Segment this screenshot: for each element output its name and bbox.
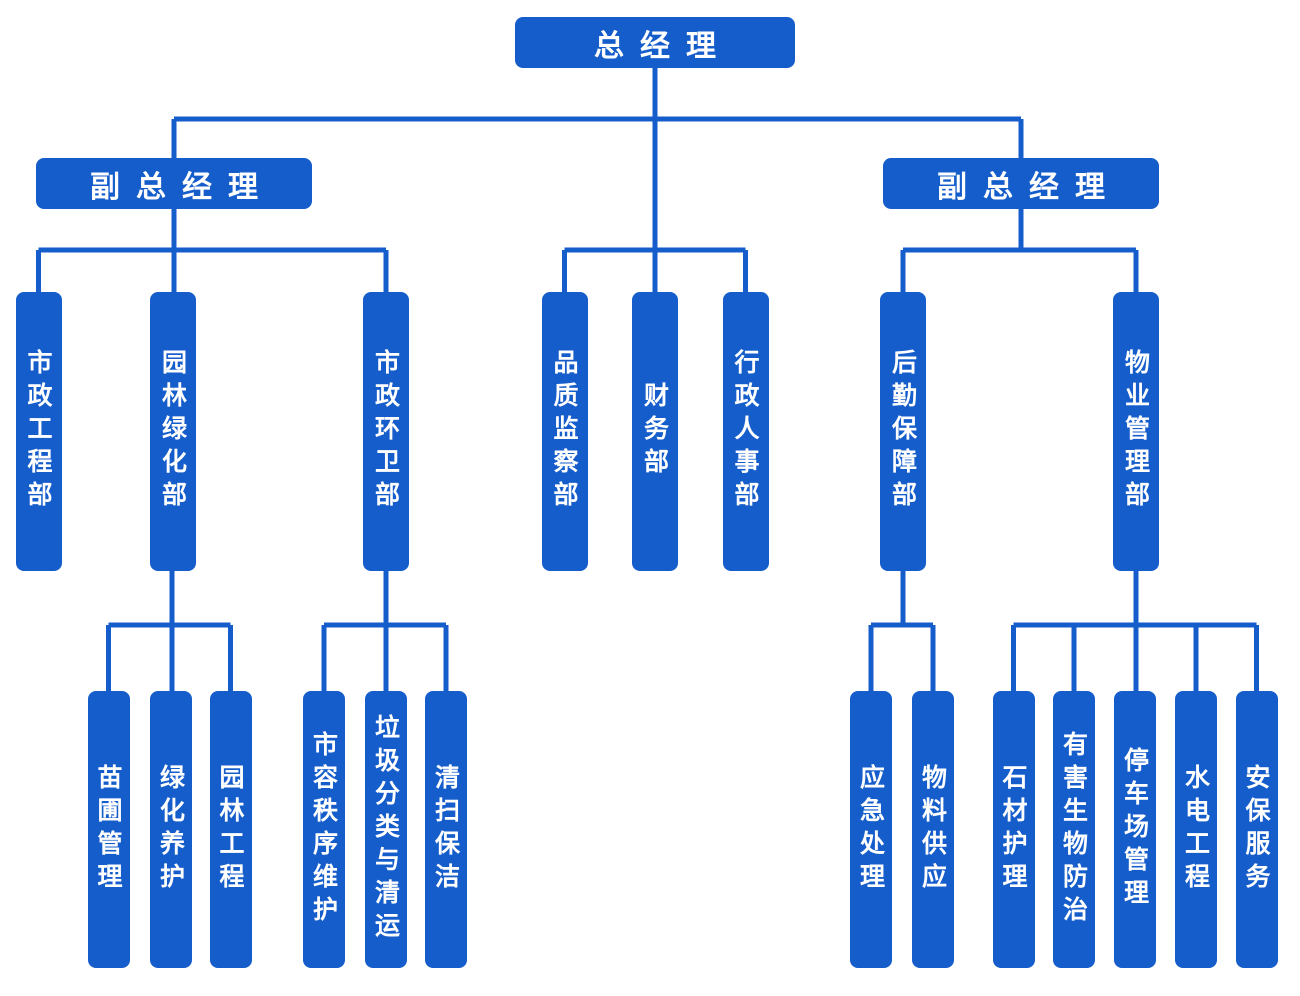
org-node-municipal-sanitation-dept: 市政环卫部 xyxy=(363,292,409,571)
org-node-admin-hr-dept: 行政人事部 xyxy=(722,292,769,571)
org-node-pest-control: 有害生物防治 xyxy=(1053,691,1095,968)
org-node-security-service: 安保服务 xyxy=(1235,691,1278,968)
org-node-deputy-general-manager-right: 副总经理 xyxy=(883,158,1159,209)
org-node-general-manager: 总经理 xyxy=(515,17,795,68)
org-node-garbage-sorting-transport: 垃圾分类与清运 xyxy=(365,691,407,968)
org-node-finance-dept: 财务部 xyxy=(632,292,678,571)
org-node-property-management-dept: 物业管理部 xyxy=(1113,292,1159,571)
org-node-parking-lot-management: 停车场管理 xyxy=(1114,691,1156,968)
org-node-emergency-handling: 应急处理 xyxy=(850,691,892,968)
org-node-garden-engineering: 园林工程 xyxy=(209,691,252,968)
org-node-municipal-engineering-dept: 市政工程部 xyxy=(15,292,62,571)
org-node-material-supply: 物料供应 xyxy=(912,691,954,968)
org-node-nursery-management: 苗圃管理 xyxy=(87,691,130,968)
org-node-sweeping-cleaning: 清扫保洁 xyxy=(425,691,467,968)
org-node-stone-care: 石材护理 xyxy=(992,691,1035,968)
org-node-logistics-support-dept: 后勤保障部 xyxy=(880,292,926,571)
org-node-landscape-greening-dept: 园林绿化部 xyxy=(150,292,196,571)
org-node-greening-maintenance: 绿化养护 xyxy=(150,691,192,968)
org-node-deputy-general-manager-left: 副总经理 xyxy=(36,158,312,209)
org-node-quality-supervision-dept: 品质监察部 xyxy=(541,292,588,571)
connectors-group xyxy=(36,68,1259,691)
org-node-city-order-maintenance: 市容秩序维护 xyxy=(303,691,345,968)
org-node-water-electric-engineering: 水电工程 xyxy=(1175,691,1217,968)
